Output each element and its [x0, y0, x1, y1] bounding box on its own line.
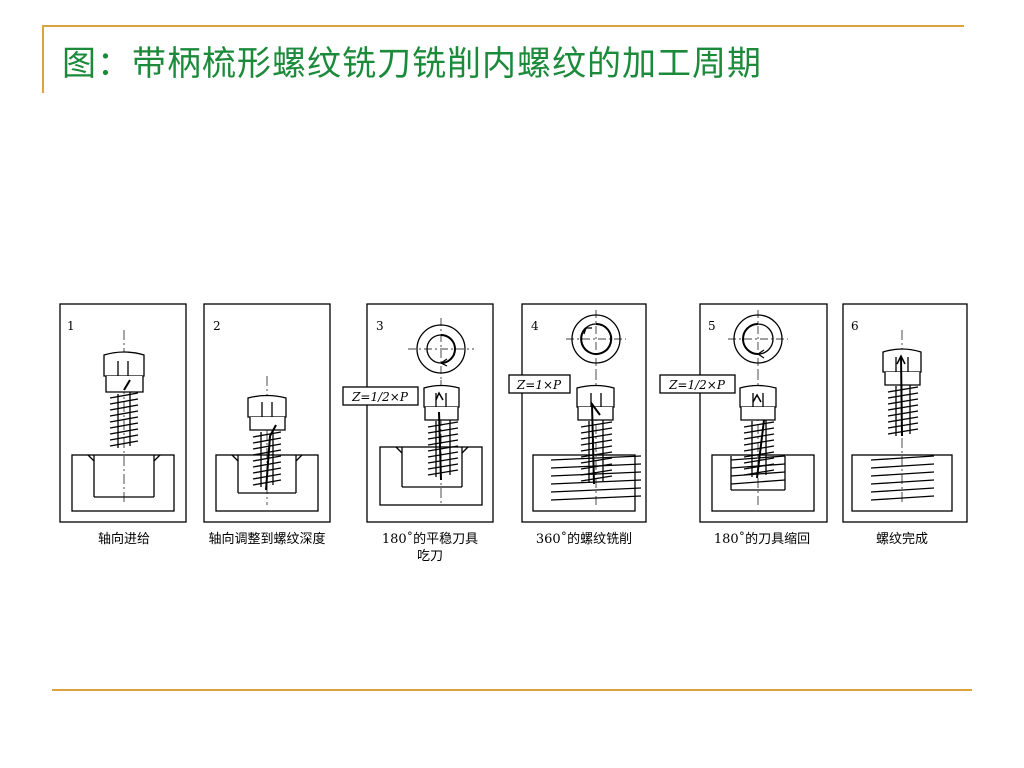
panel-5: 5 Z=1/2×P 18 — [659, 303, 828, 547]
panel-number: 3 — [376, 319, 384, 333]
panel-6: 6 螺纹完成 — [842, 303, 968, 547]
panel-frame — [699, 303, 828, 523]
panel-caption: 轴向进给 — [98, 531, 150, 547]
panel-frame — [59, 303, 187, 523]
panel-caption: 180˚的平稳刀具 — [382, 531, 478, 547]
panel-1: 1 轴向进给 — [59, 303, 187, 547]
slide-title: 图：带柄梳形螺纹铣刀铣削内螺纹的加工周期 — [62, 44, 762, 84]
thread-mill-tool — [739, 384, 777, 479]
workpiece — [215, 454, 319, 512]
z-label-box — [659, 374, 736, 394]
z-label-box — [342, 386, 419, 406]
panel-frame — [203, 303, 331, 523]
thread-mill-tool — [103, 351, 145, 448]
panel-number: 2 — [213, 319, 221, 333]
panel-number: 1 — [67, 319, 75, 333]
left-accent-rule — [42, 25, 44, 93]
top-view-circle — [566, 310, 626, 370]
top-view-circle — [728, 310, 788, 370]
panel-frame — [521, 303, 647, 523]
panel-4: 4 Z=1×P 360˚的螺纹铣削 — [508, 303, 647, 547]
panel-caption: 180˚的刀具缩回 — [714, 531, 810, 547]
thread-mill-tool — [882, 348, 922, 437]
z-label: Z=1/2×P — [351, 390, 409, 404]
panel-frame — [842, 303, 968, 523]
thread-mill-tool — [247, 394, 287, 491]
top-view-circle — [408, 318, 474, 380]
workpiece — [851, 454, 953, 512]
panel-2: 2 轴向调整到螺纹深度 — [203, 303, 331, 547]
workpiece — [379, 446, 483, 506]
z-label-box — [508, 374, 571, 394]
panel-caption: 螺纹完成 — [876, 532, 928, 547]
panel-caption: 轴向调整到螺纹深度 — [208, 531, 325, 547]
workpiece — [532, 454, 642, 512]
z-label: Z=1×P — [516, 378, 562, 392]
panel-number: 6 — [851, 319, 859, 333]
workpiece — [71, 454, 175, 512]
panel-number: 4 — [531, 319, 539, 333]
thread-mill-tool — [423, 384, 460, 481]
thread-mill-tool — [576, 384, 615, 485]
workpiece — [711, 454, 815, 512]
panel-caption: 360˚的螺纹铣削 — [536, 531, 632, 547]
panel-number: 5 — [708, 319, 716, 333]
z-label: Z=1/2×P — [668, 378, 726, 392]
panel-caption-line2: 吃刀 — [417, 548, 443, 564]
panel-3: 3 Z=1/2×P — [342, 303, 494, 564]
top-accent-rule — [42, 25, 964, 27]
bottom-accent-rule — [52, 689, 972, 691]
panel-frame — [366, 303, 494, 523]
